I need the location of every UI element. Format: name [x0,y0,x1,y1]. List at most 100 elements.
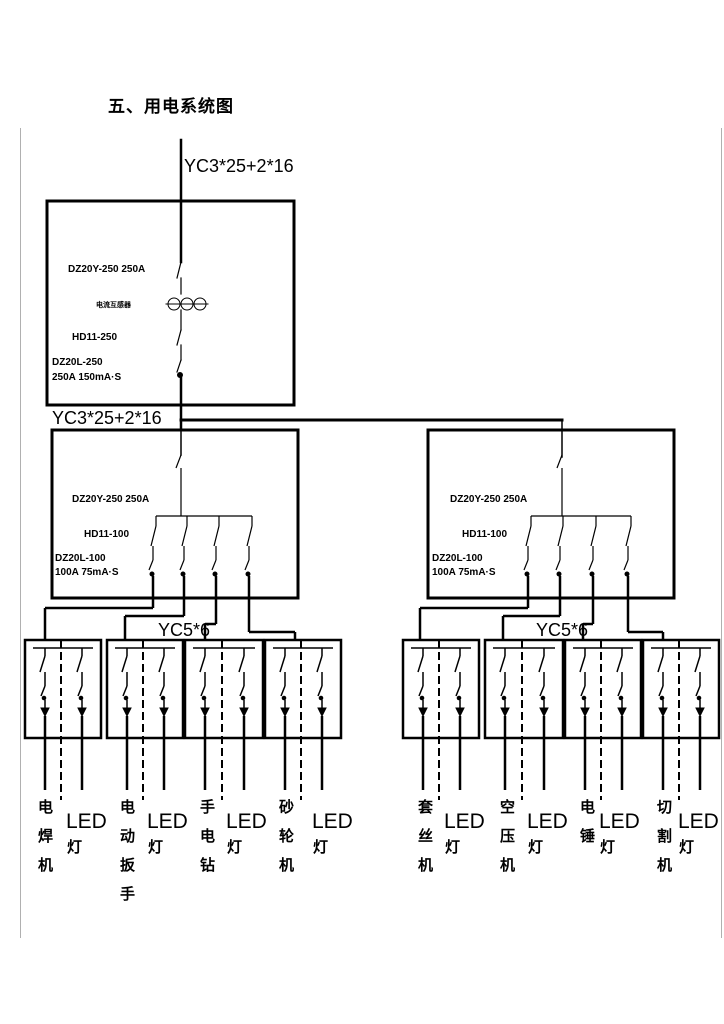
load-box-rcd-dot [501,695,507,701]
load-box-rcd-contact [695,685,701,697]
load-box-switch-contact [121,655,128,673]
load-lamp-label: LED [527,810,568,833]
load-device-label-char: 电 [120,798,135,816]
load-device-label-char: 手 [120,885,135,903]
load-device-label-char: 轮 [279,827,294,845]
main-distribution-box [45,199,296,407]
box1-outgoing-cable-label: YC5*6 [158,620,210,640]
load-box-rcd-dot [78,695,84,701]
load-device-label-char: 电 [580,798,595,816]
load-device-label-char: 机 [279,856,294,874]
load-box-rcd-dot [540,695,546,701]
left-margin-line [20,128,21,938]
load-box-rcd-dot [696,695,702,701]
load-device-label-char: 套 [417,798,434,816]
main-breaker-label: DZ20Y-250 250A [68,264,145,275]
main-rcd-contact [176,359,182,373]
load-box-switch-contact [454,655,461,673]
box2-breaker-contact [556,454,563,469]
load-device-label-char: 手 [200,798,215,816]
main-breaker-contact [176,261,182,279]
load-device-label-char: 机 [418,856,433,874]
load-box-fuse-symbol [580,707,590,718]
load-box-switch-contact [538,655,545,673]
load-box-rcd-contact [658,685,664,697]
load-box-rcd-dot [160,695,166,701]
load-box-rcd-contact [239,685,245,697]
load-device-label-char: 锤 [580,827,595,845]
box1-rcd-label-1: DZ20L-100 [55,553,106,564]
box2-rcd-contact [623,559,629,571]
load-box-fuse-symbol [239,707,249,718]
load-box-fuse-symbol [455,707,465,718]
load-box-fuse-symbol [500,707,510,718]
load-device-label-char: 焊 [38,827,53,845]
load-device-label-char: 丝 [418,827,433,845]
load-box-rcd-dot [419,695,425,701]
load-box-fuse-symbol [539,707,549,718]
load-box-switch-contact [199,655,206,673]
load-device-label-char: 切 [657,798,672,816]
box1-breaker-contact [175,454,182,469]
load-box-rcd-contact [77,685,83,697]
load-box-switch-contact [657,655,664,673]
load-lamp-unit-label: 灯 [227,838,242,856]
load-box-switch-contact [616,655,623,673]
load-box-rcd-contact [200,685,206,697]
load-lamp-unit-label: 灯 [600,838,615,856]
load-box-rcd-dot [618,695,624,701]
box1-rcd-dot [149,571,155,577]
load-box-switch-contact [158,655,165,673]
load-device-label-char: 电 [200,827,215,845]
load-box-switch-contact [238,655,245,673]
box2-rcd-dot [524,571,530,577]
box2-isolator-contact [625,525,632,547]
load-box-fuse-symbol [418,707,428,718]
load-box-rcd-contact [418,685,424,697]
load-switch-box-1 [23,638,103,740]
load-lamp-unit-label: 灯 [313,838,328,856]
main-isolator-label: HD11-250 [72,332,117,343]
load-device-label-char: 压 [500,827,515,845]
box2-isolator-label: HD11-100 [462,529,507,540]
box1-isolator-contact [150,525,157,547]
load-device-label-char: 机 [500,856,515,874]
load-box-fuse-symbol [159,707,169,718]
load-box-switch-contact [279,655,286,673]
load-box-switch-contact [499,655,506,673]
distribution-box-2 [426,428,676,600]
box1-rcd-dot [212,571,218,577]
load-box-rcd-dot [123,695,129,701]
load-switch-box-3 [183,638,265,740]
load-box-fuse-symbol [40,707,50,718]
load-switch-box-7 [563,638,643,740]
box2-rcd-dot [556,571,562,577]
load-box-switch-contact [316,655,323,673]
load-lamp-label: LED [444,810,485,833]
load-box-rcd-contact [617,685,623,697]
load-switch-box-8 [641,638,721,740]
load-box-rcd-contact [539,685,545,697]
ct-label: 电流互感器 [96,300,132,309]
load-switch-box-2 [105,638,185,740]
load-box-rcd-contact [317,685,323,697]
main-rcd-label-2: 250A 150mA·S [52,372,121,383]
load-box-rcd-dot [581,695,587,701]
distribution-box-1 [50,428,300,600]
load-lamp-label: LED [66,810,107,833]
box2-rcd-contact [555,559,561,571]
box2-rcd-dot [624,571,630,577]
load-box-rcd-dot [456,695,462,701]
box1-rcd-dot [245,571,251,577]
load-device-label-char: 扳 [120,856,136,874]
page-heading: 五、用电系统图 [108,97,234,117]
right-margin-line [721,128,722,938]
load-box-fuse-symbol [200,707,210,718]
load-device-label-char: 机 [657,856,672,874]
load-device-label-char: 割 [657,827,672,845]
load-lamp-unit-label: 灯 [67,838,82,856]
load-box-rcd-contact [580,685,586,697]
load-lamp-unit-label: 灯 [148,838,163,856]
box2-rcd-label-1: DZ20L-100 [432,553,483,564]
load-box-rcd-contact [159,685,165,697]
